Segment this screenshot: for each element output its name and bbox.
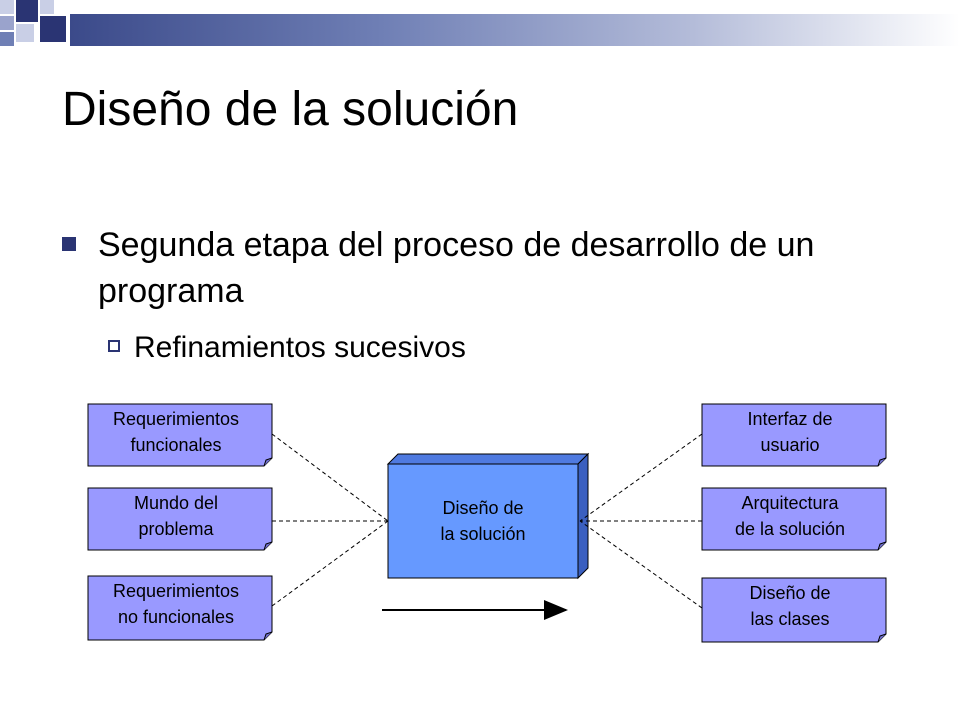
connector-line bbox=[579, 433, 703, 522]
output-node-diseno-de-las-clases: Diseño de las clases bbox=[702, 576, 878, 636]
output-node-shape bbox=[701, 577, 887, 643]
header-square-icon bbox=[0, 0, 14, 14]
sub-bullet-text: Refinamientos sucesivos bbox=[134, 331, 466, 364]
output-node-shape bbox=[701, 487, 887, 551]
input-node-shape bbox=[87, 487, 273, 551]
header-gradient-bar bbox=[70, 14, 960, 46]
input-node-shape bbox=[87, 575, 273, 641]
input-node-requerimientos-funcionales: Requerimientos funcionales bbox=[88, 402, 264, 462]
header-band bbox=[0, 0, 960, 48]
header-square-icon bbox=[16, 24, 34, 42]
bullet-text: Segunda etapa del proceso de desarrollo … bbox=[98, 226, 815, 310]
output-node-interfaz-de-usuario: Interfaz de usuario bbox=[702, 402, 878, 462]
slide-title: Diseño de la solución bbox=[62, 83, 519, 136]
connector-line bbox=[271, 433, 389, 522]
input-node-requerimientos-no-funcionales: Requerimientos no funcionales bbox=[88, 574, 264, 634]
node-label: Requerimientos funcionales bbox=[112, 409, 240, 455]
center-node-shape bbox=[386, 452, 590, 580]
input-node-mundo-del-problema: Mundo del problema bbox=[88, 486, 264, 546]
node-label: Interfaz de usuario bbox=[747, 409, 833, 455]
header-square-icon bbox=[40, 0, 54, 14]
node-label: Mundo del problema bbox=[133, 493, 219, 539]
connector-line bbox=[271, 520, 389, 607]
header-square-icon bbox=[16, 0, 38, 22]
connector-line bbox=[579, 520, 703, 609]
hollow-square-bullet-icon bbox=[108, 340, 120, 352]
output-node-arquitectura: Arquitectura de la solución bbox=[702, 486, 878, 546]
center-node-label: Diseño de la solución bbox=[440, 498, 526, 544]
sub-bullet-item: Refinamientos sucesivos bbox=[108, 330, 466, 366]
node-label: Diseño de las clases bbox=[749, 583, 831, 629]
header-square-icon bbox=[0, 32, 14, 46]
node-label: Requerimientos no funcionales bbox=[112, 581, 240, 627]
node-label: Arquitectura de la solución bbox=[734, 493, 846, 539]
bullet-square-icon bbox=[62, 237, 76, 251]
input-node-shape bbox=[87, 403, 273, 467]
bullet-item: Segunda etapa del proceso de desarrollo … bbox=[62, 222, 922, 314]
header-square-icon bbox=[40, 16, 66, 42]
output-node-shape bbox=[701, 403, 887, 467]
header-square-icon bbox=[0, 16, 14, 30]
